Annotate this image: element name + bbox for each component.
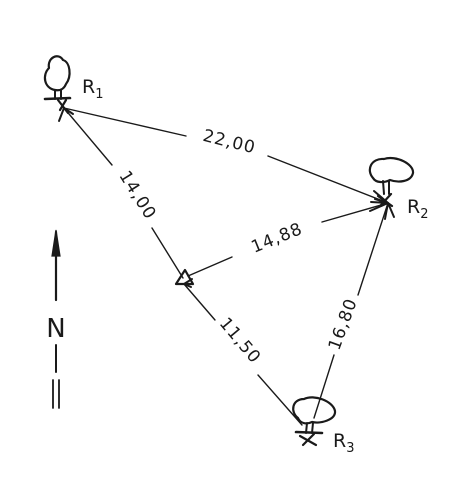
label-r1: R1 (82, 76, 103, 102)
line-r2-r3 (313, 202, 389, 419)
line-r1-r2 (63, 107, 389, 204)
label-r3: R3 (333, 430, 354, 456)
line-station-r3 (183, 283, 303, 426)
distance-station-r2: 14,88 (248, 219, 305, 258)
distance-r2-r3: 16,80 (325, 296, 362, 353)
line-r1-station (63, 107, 184, 279)
north-arrow-icon (51, 229, 61, 409)
tree-r2-icon (368, 156, 415, 208)
north-letter: N (46, 314, 65, 344)
distance-r1-r2: 22,00 (201, 126, 258, 158)
distance-station-r3: 11,50 (215, 314, 265, 368)
station-triangle-icon (174, 268, 195, 286)
tree-r3-icon (292, 396, 337, 447)
distance-r1-station: 14,00 (115, 167, 160, 223)
line-station-r2 (187, 202, 389, 277)
label-r2: R2 (407, 196, 428, 222)
tree-r1-icon (43, 55, 72, 115)
